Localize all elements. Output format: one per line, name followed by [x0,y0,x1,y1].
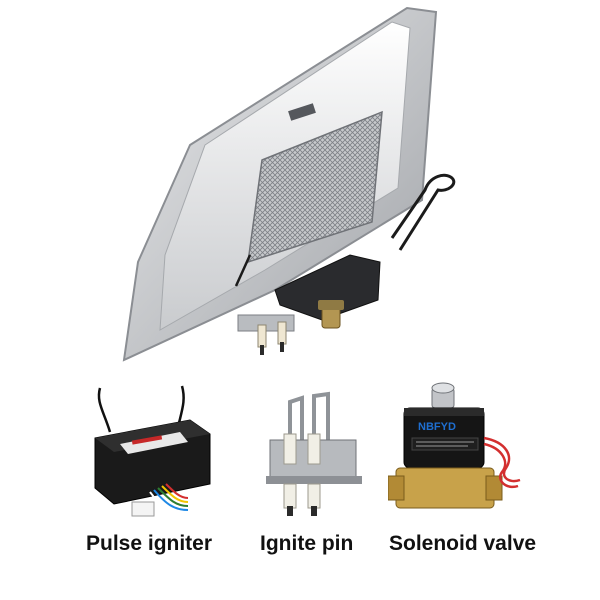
pulse-igniter-caption: Pulse igniter [86,532,213,555]
electrode-pin-2 [277,321,287,345]
pulse-igniter-image [70,372,235,537]
wire-handle [390,173,456,251]
solenoid-valve-caption: Solenoid valve [389,532,537,555]
burner-mesh [247,110,383,264]
ignite-pin-image [250,372,370,537]
electrode-pin-1 [257,324,267,348]
infrared-heater-burner-image [122,6,456,362]
valve-brand-label: NBFYD [418,421,456,433]
ignite-pin-caption: Ignite pin [260,532,354,555]
solenoid-valve-image: NBFYD [388,372,538,537]
gas-housing [274,254,381,321]
tray-slot [288,103,316,121]
gas-fitting-nut [318,300,344,310]
